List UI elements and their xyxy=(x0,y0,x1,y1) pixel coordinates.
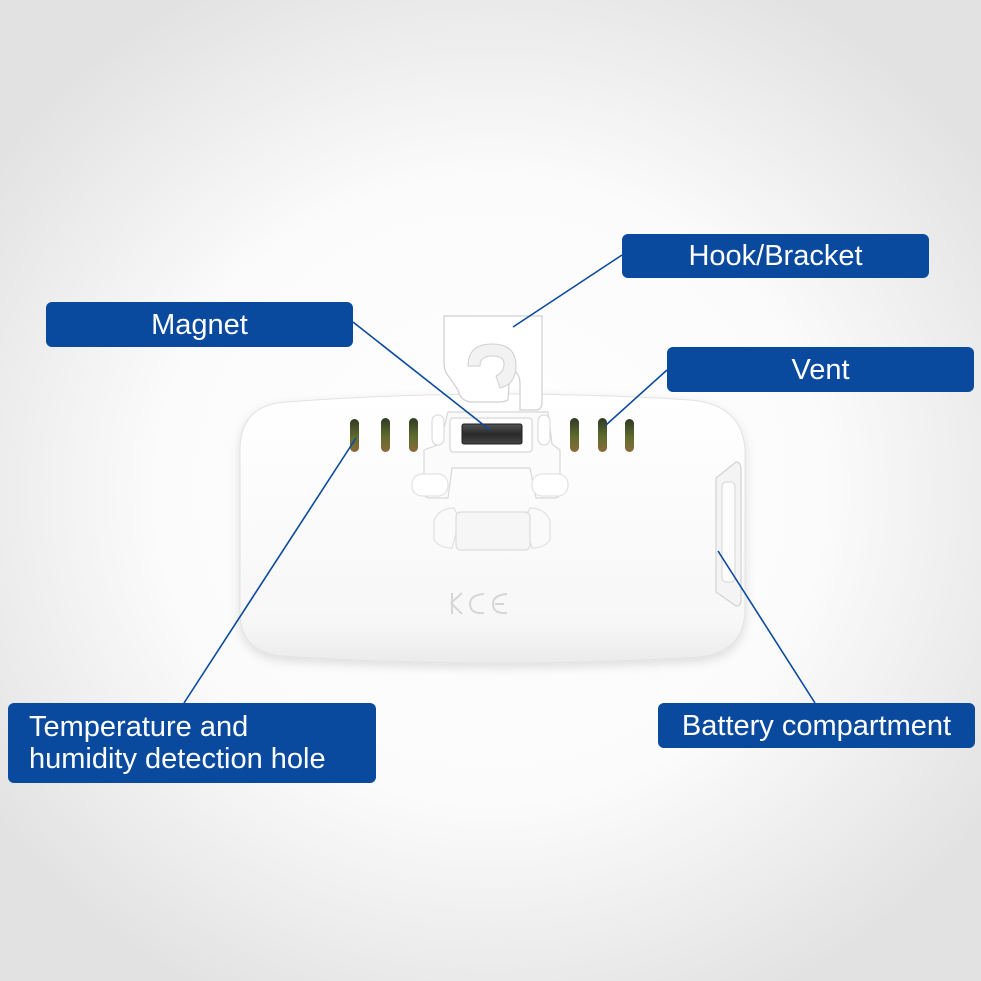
wall-mount-recess xyxy=(455,511,531,551)
leader-line-sensor xyxy=(183,437,357,704)
certification-marks: CE xyxy=(0,0,508,615)
vent-slots-right xyxy=(570,418,634,452)
callout-vent-text: Vent xyxy=(791,353,850,386)
callout-hook-bracket: Hook/Bracket xyxy=(622,234,929,278)
leader-line-magnet xyxy=(352,321,491,431)
hook-bracket xyxy=(443,315,543,411)
ce-mark-text: CE xyxy=(0,0,2,1)
callout-hook-bracket-text: Hook/Bracket xyxy=(688,240,863,272)
callout-battery-compartment: Battery compartment xyxy=(658,703,975,748)
magnet xyxy=(461,423,523,445)
leader-lines xyxy=(183,254,816,704)
battery-compartment xyxy=(715,461,742,607)
callout-detection-hole-line1: Temperature and xyxy=(29,711,249,743)
leader-line-battery xyxy=(717,550,816,704)
callout-detection-hole: Temperature and humidity detection hole xyxy=(8,703,376,783)
callout-vent: Vent xyxy=(667,347,974,392)
leader-line-hook xyxy=(512,254,623,328)
callout-magnet-text: Magnet xyxy=(151,308,248,341)
callout-magnet: Magnet xyxy=(46,302,353,347)
callout-detection-hole-line2: humidity detection hole xyxy=(29,743,326,775)
callout-battery-compartment-text: Battery compartment xyxy=(681,709,952,742)
leader-line-vent xyxy=(605,369,668,426)
